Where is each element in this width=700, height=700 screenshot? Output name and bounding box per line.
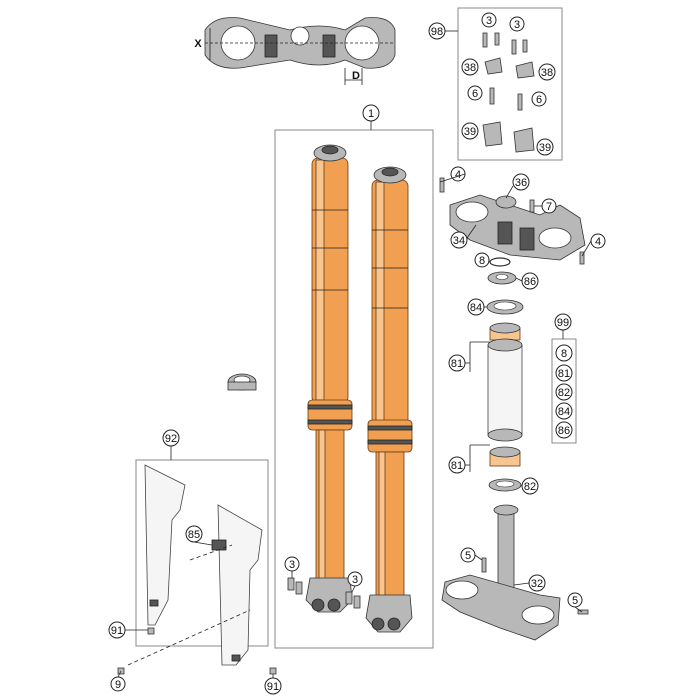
callout-39a: 39	[461, 122, 479, 140]
callout-4a: 4	[450, 166, 466, 182]
right-fork-leg	[365, 166, 413, 633]
svg-text:3: 3	[514, 19, 520, 31]
callout-1: 1	[362, 104, 380, 122]
callout-6a: 6	[467, 85, 483, 101]
svg-text:84: 84	[558, 406, 570, 418]
kit-99-item-1: 8	[555, 344, 573, 362]
callout-38b: 38	[538, 63, 556, 81]
svg-text:9: 9	[115, 679, 121, 691]
callout-92: 92	[162, 429, 180, 447]
callout-3c: 3	[284, 556, 300, 572]
dimension-label-x: X	[194, 38, 202, 50]
svg-text:86: 86	[558, 425, 570, 437]
svg-text:81: 81	[558, 368, 570, 380]
svg-text:99: 99	[557, 317, 569, 329]
callout-84: 84	[467, 298, 485, 316]
svg-text:8: 8	[479, 255, 485, 267]
kit-99-item-4: 84	[555, 402, 573, 420]
callout-38a: 38	[461, 58, 479, 76]
loose-ring-part	[227, 373, 257, 391]
svg-text:82: 82	[524, 481, 536, 493]
svg-text:7: 7	[546, 201, 552, 213]
upper-triple-clamp	[439, 177, 586, 285]
callout-99: 99	[554, 313, 572, 331]
dimension-label-d: D	[352, 70, 360, 82]
svg-text:1: 1	[368, 108, 374, 120]
svg-text:91: 91	[267, 681, 279, 693]
svg-text:4: 4	[595, 236, 601, 248]
svg-text:81: 81	[451, 460, 463, 472]
callout-91b: 91	[264, 677, 282, 695]
callout-81b: 81	[448, 456, 466, 474]
svg-text:5: 5	[465, 550, 471, 562]
fork-assembly-box	[274, 121, 434, 649]
svg-text:32: 32	[531, 578, 543, 590]
kit-99-list	[551, 330, 577, 444]
svg-text:38: 38	[464, 62, 476, 74]
callout-36: 36	[512, 173, 530, 191]
callout-6b: 6	[531, 91, 547, 107]
svg-text:8: 8	[561, 348, 567, 360]
svg-text:84: 84	[470, 302, 482, 314]
svg-text:81: 81	[451, 358, 463, 370]
callout-8: 8	[474, 252, 490, 268]
callout-leaders	[117, 173, 592, 678]
steering-bearings	[465, 299, 524, 492]
callout-34: 34	[450, 231, 468, 249]
callout-5a: 5	[460, 547, 476, 563]
svg-text:6: 6	[472, 88, 478, 100]
callout-81a: 81	[448, 354, 466, 372]
svg-text:3: 3	[352, 574, 358, 586]
svg-text:92: 92	[165, 433, 177, 445]
callout-82: 82	[521, 477, 539, 495]
svg-text:34: 34	[453, 235, 465, 247]
fork-guard-box	[117, 446, 277, 675]
svg-text:82: 82	[558, 387, 570, 399]
svg-text:6: 6	[536, 94, 542, 106]
svg-text:3: 3	[486, 15, 492, 27]
callout-91a: 91	[108, 621, 126, 639]
callout-98: 98	[428, 22, 446, 40]
svg-text:39: 39	[539, 142, 551, 154]
lower-triple-clamp-stem	[441, 504, 589, 641]
kit-98-box	[445, 7, 563, 161]
svg-text:39: 39	[464, 126, 476, 138]
svg-text:98: 98	[431, 26, 443, 38]
callout-7: 7	[541, 198, 557, 214]
svg-text:4: 4	[455, 169, 461, 181]
svg-text:3: 3	[289, 559, 295, 571]
callout-9: 9	[110, 676, 126, 692]
left-fork-leg	[305, 144, 353, 613]
callout-39b: 39	[536, 138, 554, 156]
callout-86: 86	[521, 272, 539, 290]
top-clamp-dimension-sketch: X D	[194, 17, 396, 85]
callout-85: 85	[185, 525, 203, 543]
callout-3d: 3	[347, 571, 363, 587]
kit-99-item-2: 81	[555, 364, 573, 382]
svg-text:86: 86	[524, 276, 536, 288]
svg-text:5: 5	[572, 595, 578, 607]
callout-5b: 5	[567, 592, 583, 608]
svg-text:85: 85	[188, 529, 200, 541]
callout-3a: 3	[481, 12, 497, 28]
svg-text:91: 91	[111, 625, 123, 637]
kit-99-item-5: 86	[555, 421, 573, 439]
kit-99-item-3: 82	[555, 383, 573, 401]
callout-3b: 3	[509, 16, 525, 32]
svg-text:36: 36	[515, 177, 527, 189]
callout-4b: 4	[590, 233, 606, 249]
svg-text:38: 38	[541, 67, 553, 79]
callout-32: 32	[528, 574, 546, 592]
